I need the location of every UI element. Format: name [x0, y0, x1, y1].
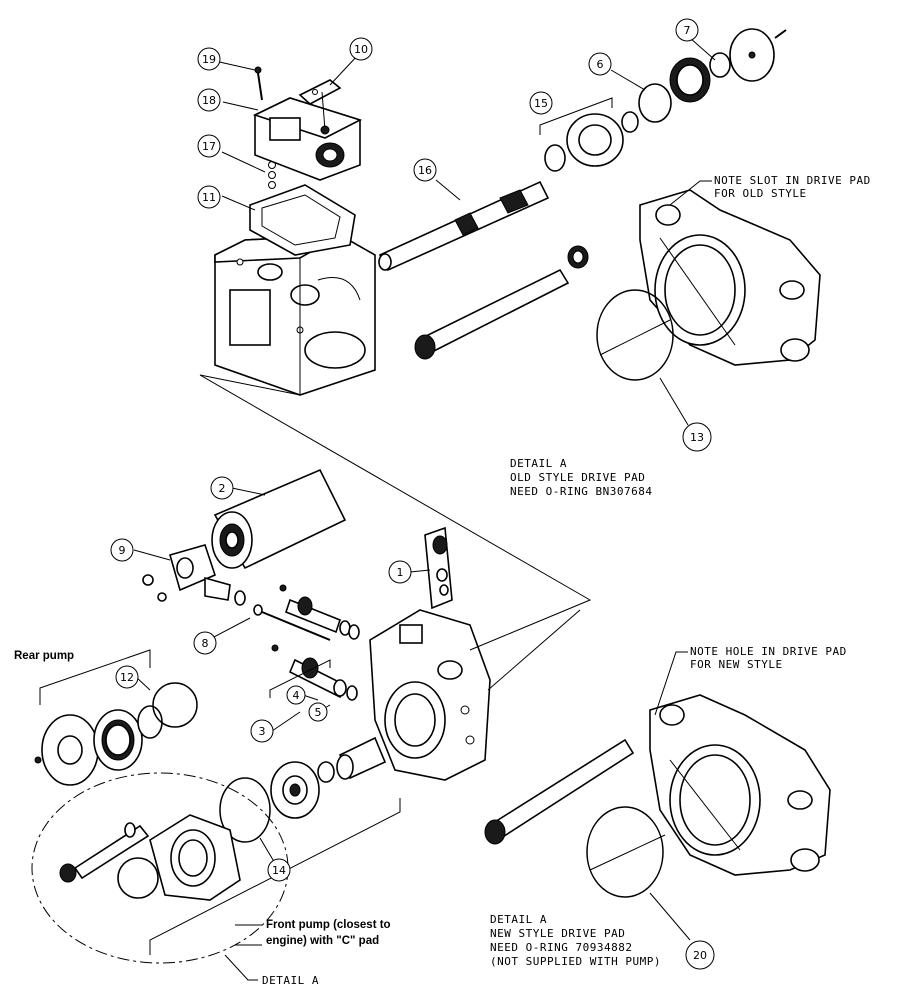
coupling	[317, 736, 387, 783]
callout-16: 16	[413, 158, 437, 182]
drive-pad-old-style	[639, 189, 821, 366]
callout-11-label: 11	[202, 191, 216, 204]
callout-20: 20	[685, 940, 715, 970]
screw-19	[254, 66, 263, 101]
detail-new-note: (NOT SUPPLIED WITH PUMP)	[490, 955, 661, 968]
callout-12: 12	[115, 665, 139, 689]
callout-4-label: 4	[293, 689, 300, 702]
callout-3: 3	[250, 719, 274, 743]
callout-13: 13	[682, 422, 712, 452]
callout-1-label: 1	[397, 566, 404, 579]
callout-8: 8	[193, 631, 217, 655]
callout-14-label: 14	[272, 864, 286, 877]
valve-1	[424, 526, 453, 610]
rod-8	[261, 611, 331, 641]
callout-5: 5	[308, 702, 328, 722]
front-pump-label-1: Front pump (closest to	[266, 919, 391, 931]
oring-14	[219, 777, 271, 843]
note-old-slot-2: FOR OLD STYLE	[714, 187, 807, 200]
bearing-15	[544, 111, 639, 172]
callout-7: 7	[675, 18, 699, 42]
callout-17: 17	[197, 134, 221, 158]
bolt-new-style	[484, 738, 635, 845]
callout-15-label: 15	[534, 97, 548, 110]
callout-11: 11	[197, 185, 221, 209]
rear-pump-label: Rear pump	[14, 650, 74, 662]
pad-plate-lower	[270, 761, 320, 819]
part-17-orings	[268, 161, 276, 189]
detail-a-label: DETAIL A	[262, 974, 319, 987]
callout-16-label: 16	[418, 164, 432, 177]
seal-7	[669, 28, 787, 103]
callout-15: 15	[529, 91, 553, 115]
drive-pad-new-style	[649, 694, 831, 876]
control-block-18	[252, 97, 363, 181]
filter-2	[211, 468, 347, 570]
oring-20	[586, 806, 691, 941]
callout-12-label: 12	[120, 671, 134, 684]
oring-6	[638, 83, 672, 123]
callout-18: 18	[197, 88, 221, 112]
detail-old-oring: NEED O-RING BN307684	[510, 485, 652, 498]
valve-cartridge-lower	[271, 644, 358, 701]
bolt-old-style	[414, 245, 589, 360]
callout-9-label: 9	[119, 544, 126, 557]
callout-2: 2	[210, 476, 234, 500]
callout-17-label: 17	[202, 140, 216, 153]
note-old-slot-1: NOTE SLOT IN DRIVE PAD	[714, 174, 871, 187]
valve-cartridge-upper	[279, 584, 360, 640]
callout-6: 6	[588, 52, 612, 76]
callout-3-label: 3	[259, 725, 266, 738]
callout-19-label: 19	[202, 53, 216, 66]
oring-13	[596, 289, 689, 426]
drive-shaft-16	[378, 180, 550, 272]
detail-old-title: DETAIL A	[510, 457, 567, 470]
callout-4: 4	[286, 685, 306, 705]
fitting-9	[142, 544, 246, 606]
plate-10	[298, 79, 342, 135]
note-new-hole-1: NOTE HOLE IN DRIVE PAD	[690, 645, 847, 658]
rear-pump-parts	[34, 682, 198, 786]
lower-pump-housing	[369, 609, 491, 781]
callout-8-label: 8	[202, 637, 209, 650]
callout-6-label: 6	[597, 58, 604, 71]
upper-pump-housing	[214, 234, 376, 396]
callout-20-label: 20	[693, 949, 707, 962]
callout-9: 9	[110, 538, 134, 562]
gasket-11	[249, 184, 356, 256]
callout-1: 1	[388, 560, 412, 584]
callout-5-label: 5	[315, 706, 322, 719]
front-pump-label-2: engine) with "C" pad	[266, 935, 379, 947]
detail-new-subtitle: NEW STYLE DRIVE PAD	[490, 927, 625, 940]
detail-new-title: DETAIL A	[490, 913, 547, 926]
callout-13-label: 13	[690, 431, 704, 444]
callout-2-label: 2	[219, 482, 226, 495]
detail-old-subtitle: OLD STYLE DRIVE PAD	[510, 471, 645, 484]
callout-19: 19	[197, 47, 221, 71]
detail-new-oring: NEED O-RING 70934882	[490, 941, 632, 954]
callout-7-label: 7	[684, 24, 691, 37]
callout-18-label: 18	[202, 94, 216, 107]
callout-10: 10	[349, 37, 373, 61]
note-new-hole-2: FOR NEW STYLE	[690, 658, 783, 671]
callout-10-label: 10	[354, 43, 368, 56]
callout-14: 14	[267, 858, 291, 882]
